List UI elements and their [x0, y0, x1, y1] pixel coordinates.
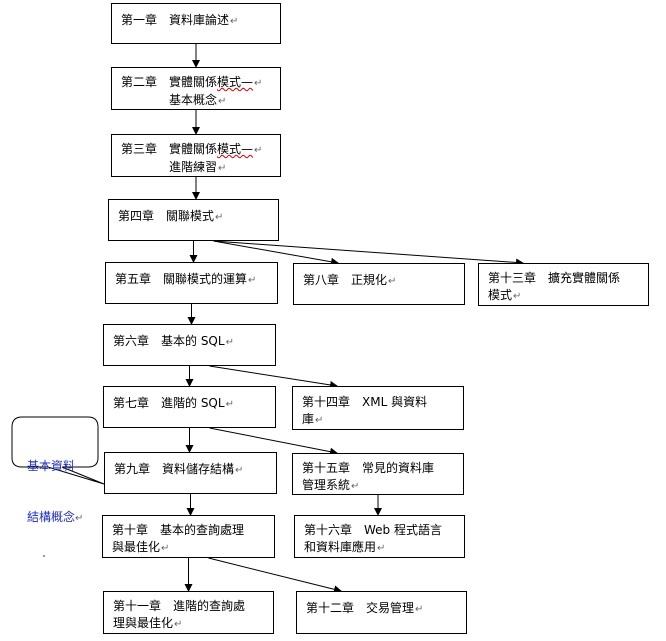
spellcheck-mark: 模式—	[217, 75, 254, 89]
callout-text: 基本資料 結構概念↵	[27, 424, 83, 544]
edge-ch6-ch14	[209, 365, 338, 389]
node-ch3-label: 第三章 實體關係模式—	[121, 142, 254, 156]
node-ch7: 第七章 進階的 SQL↵	[103, 386, 276, 428]
paragraph-mark: ↵	[351, 481, 360, 492]
edge-ch4-ch13	[213, 240, 524, 267]
node-ch1: 第一章 資料庫論述↵	[111, 3, 281, 44]
paragraph-mark: ↵	[315, 415, 324, 426]
paragraph-mark: ↵	[415, 604, 424, 615]
node-ch9-label: 第九章 資料儲存結構	[114, 462, 235, 476]
node-ch16-label: 第十六章 Web 程式語言	[304, 523, 442, 537]
node-ch3: 第三章 實體關係模式—↵ 進階練習↵	[111, 134, 281, 177]
node-ch12: 第十二章 交易管理↵	[296, 591, 467, 634]
paragraph-mark: ↵	[215, 212, 224, 223]
node-ch10-label: 第十章 基本的查詢處理	[112, 523, 245, 537]
node-ch11: 第十一章 進階的查詢處 理與最佳化↵	[103, 591, 274, 634]
node-ch13-label2: 模式	[488, 288, 513, 302]
node-ch8-label: 第八章 正規化	[303, 273, 388, 287]
node-ch2-label2: 基本概念	[121, 93, 218, 107]
callout-line1: 基本資料	[27, 459, 76, 473]
node-ch8: 第八章 正規化↵	[293, 263, 465, 305]
node-ch7-label: 第七章 進階的 SQL	[113, 396, 225, 410]
node-ch14-label2: 庫	[302, 412, 315, 426]
node-ch6-label: 第六章 基本的 SQL	[113, 334, 225, 348]
paragraph-mark: ↵	[218, 163, 227, 174]
paragraph-mark: ↵	[75, 513, 84, 524]
node-ch13-label: 第十三章 擴充實體關係	[488, 271, 621, 285]
edge-ch10-ch12	[208, 557, 342, 594]
node-ch10: 第十章 基本的查詢處理 與最佳化↵	[102, 515, 275, 558]
paragraph-mark: ↵	[161, 543, 170, 554]
node-ch15: 第十五章 常見的資料庫 管理系統↵	[292, 453, 464, 495]
node-ch5: 第五章 關聯模式的運算↵	[105, 262, 278, 304]
node-ch11-label: 第十一章 進階的查詢處	[113, 599, 246, 613]
node-ch3-label2: 進階練習	[121, 160, 218, 174]
callout-line2: 結構概念	[27, 510, 76, 524]
paragraph-mark: ↵	[225, 337, 234, 348]
node-ch11-label2: 理與最佳化	[113, 616, 174, 630]
node-ch2: 第二章 實體關係模式—↵ 基本概念↵	[111, 67, 281, 110]
paragraph-mark: ↵	[377, 543, 386, 554]
node-ch1-label: 第一章 資料庫論述	[121, 13, 230, 27]
spellcheck-mark: 模式—	[217, 142, 254, 156]
edge-ch4-ch8	[213, 240, 339, 266]
node-ch15-label2: 管理系統	[302, 478, 351, 492]
node-ch4-label: 第四章 關聯模式	[118, 209, 215, 223]
paragraph-mark: ↵	[248, 275, 257, 286]
node-ch6: 第六章 基本的 SQL↵	[103, 324, 276, 366]
node-ch9: 第九章 資料儲存結構↵	[104, 452, 277, 494]
paragraph-mark: ↵	[513, 291, 522, 302]
node-ch15-label: 第十五章 常見的資料庫	[302, 461, 435, 475]
paragraph-mark: ↵	[254, 145, 263, 156]
callout-bubble	[11, 416, 105, 485]
node-ch16: 第十六章 Web 程式語言 和資料庫應用↵	[294, 515, 465, 558]
paragraph-mark: ↵	[174, 619, 183, 630]
node-ch12-label: 第十二章 交易管理	[306, 601, 415, 615]
node-ch2-label: 第二章 實體關係模式—	[121, 75, 254, 89]
edge-ch7-ch15	[209, 427, 338, 456]
paragraph-mark: ↵	[235, 465, 244, 476]
paragraph-mark: ↵	[230, 16, 239, 27]
node-ch5-label: 第五章 關聯模式的運算	[115, 272, 248, 286]
node-ch4: 第四章 關聯模式↵	[108, 199, 279, 241]
node-ch13: 第十三章 擴充實體關係 模式↵	[478, 263, 649, 306]
paragraph-mark: ↵	[225, 399, 234, 410]
node-ch14-label: 第十四章 XML 與資料	[302, 395, 428, 409]
node-ch10-label2: 與最佳化	[112, 540, 161, 554]
node-ch14: 第十四章 XML 與資料 庫↵	[292, 386, 464, 430]
paragraph-mark: ↵	[254, 78, 263, 89]
paragraph-mark: ↵	[388, 276, 397, 287]
paragraph-mark: ↵	[218, 96, 227, 107]
stray-dot	[43, 555, 45, 557]
node-ch16-label2: 和資料庫應用	[304, 540, 377, 554]
